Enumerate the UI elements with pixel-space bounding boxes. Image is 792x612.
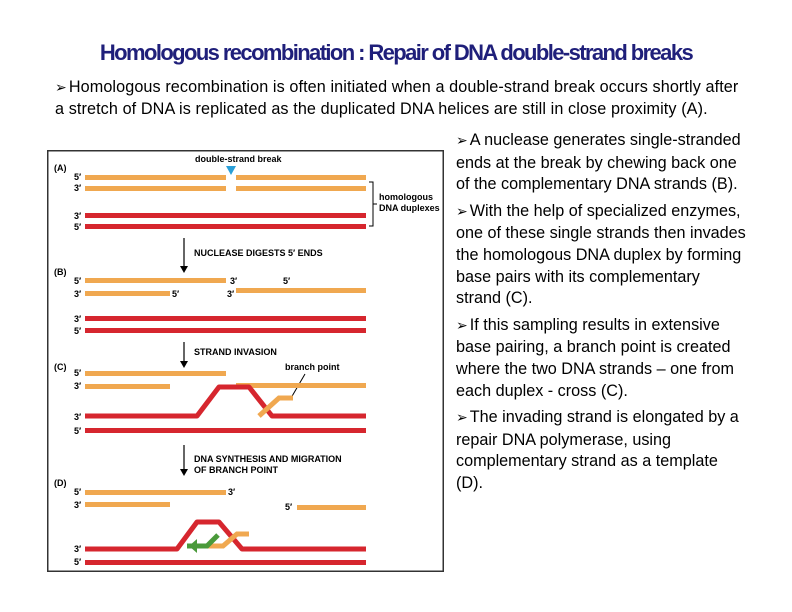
end-label: 5′ [74,172,81,182]
end-label: 5′ [74,326,81,336]
orange-strand [85,186,226,191]
end-label: 5′ [285,502,292,512]
arrow-down-icon [180,361,188,368]
red-strand [85,213,366,218]
arrow-bullet-icon: ➢ [456,203,468,220]
diagram-canvas: (A) double-strand break 5′ 3′ 3′ 5′ homo… [47,150,444,572]
orange-strand [85,291,170,296]
end-label: 3′ [74,412,81,422]
orange-strand [85,490,226,495]
slide-title: Homologous recombination : Repair of DNA… [99,40,694,65]
figure-border [47,150,444,572]
panel-label-a: (A) [54,163,67,173]
bullet-text: If this sampling results in extensive ba… [456,315,735,400]
end-label: 5′ [74,276,81,286]
end-label: 3′ [74,544,81,554]
red-strand [85,328,366,333]
bullet-item: ➢A nuclease generates single-stranded en… [456,130,746,196]
recombination-diagram: (A) double-strand break 5′ 3′ 3′ 5′ homo… [47,150,444,572]
end-label: 3′ [74,500,81,510]
end-label: 5′ [74,426,81,436]
orange-strand [85,175,226,180]
arrow-bullet-icon: ➢ [55,80,67,96]
red-strand [85,560,366,565]
orange-strand [236,288,366,293]
arrow-bullet-icon: ➢ [456,410,468,427]
end-label: 3′ [74,211,81,221]
orange-strand [236,175,366,180]
bullet-text: With the help of specialized enzymes, on… [456,201,746,308]
synthesis-step-label: OF BRANCH POINT [194,465,278,475]
end-label: 5′ [74,222,81,232]
red-strand [85,384,366,419]
arrow-down-icon [180,469,188,476]
bullet-text: The invading strand is elongated by a re… [456,408,739,492]
end-label: 5′ [74,368,81,378]
end-label: 5′ [172,289,179,299]
orange-strand [236,383,366,388]
synthesis-step-label: DNA SYNTHESIS AND MIGRATION [194,454,342,464]
arrow-bullet-icon: ➢ [456,317,468,334]
panel-label-b: (B) [54,267,67,277]
end-label: 3′ [230,276,237,286]
bullet-list: ➢A nuclease generates single-stranded en… [456,130,746,500]
orange-strand [85,502,170,507]
red-strand [85,428,366,433]
orange-strand [297,505,366,510]
homologous-label: homologous [379,192,433,202]
end-label: 3′ [74,381,81,391]
synthesis-arrow-icon [189,539,197,553]
arrow-bullet-icon: ➢ [456,133,468,149]
bullet-item: ➢With the help of specialized enzymes, o… [456,201,746,310]
bullet-item: ➢The invading strand is elongated by a r… [456,407,746,494]
break-label: double-strand break [195,154,283,164]
end-label: 3′ [228,487,235,497]
end-label: 5′ [74,487,81,497]
invading-strand [207,531,249,549]
nuclease-step-label: NUCLEASE DIGESTS 5′ ENDS [194,248,323,258]
homologous-label: DNA duplexes [379,203,440,213]
end-label: 3′ [74,314,81,324]
panel-label-d: (D) [54,478,67,488]
invading-strand [257,395,293,418]
branch-point-label: branch point [285,362,340,372]
intro-paragraph: ➢Homologous recombination is often initi… [55,77,745,121]
bullet-item: ➢If this sampling results in extensive b… [456,315,746,402]
orange-strand [85,384,170,389]
orange-strand [85,278,226,283]
arrow-down-icon [180,266,188,273]
end-label: 5′ [74,557,81,567]
red-strand [85,224,366,229]
end-label: 3′ [74,289,81,299]
break-marker-icon [226,166,236,175]
red-strand [85,519,366,552]
end-label: 5′ [283,276,290,286]
panel-label-c: (C) [54,362,67,372]
end-label: 3′ [74,183,81,193]
intro-text: Homologous recombination is often initia… [55,78,739,119]
invasion-step-label: STRAND INVASION [194,347,277,357]
red-strand [85,316,366,321]
bullet-text: A nuclease generates single-stranded end… [456,131,741,194]
end-label: 3′ [227,289,234,299]
orange-strand [85,371,226,376]
orange-strand [236,186,366,191]
